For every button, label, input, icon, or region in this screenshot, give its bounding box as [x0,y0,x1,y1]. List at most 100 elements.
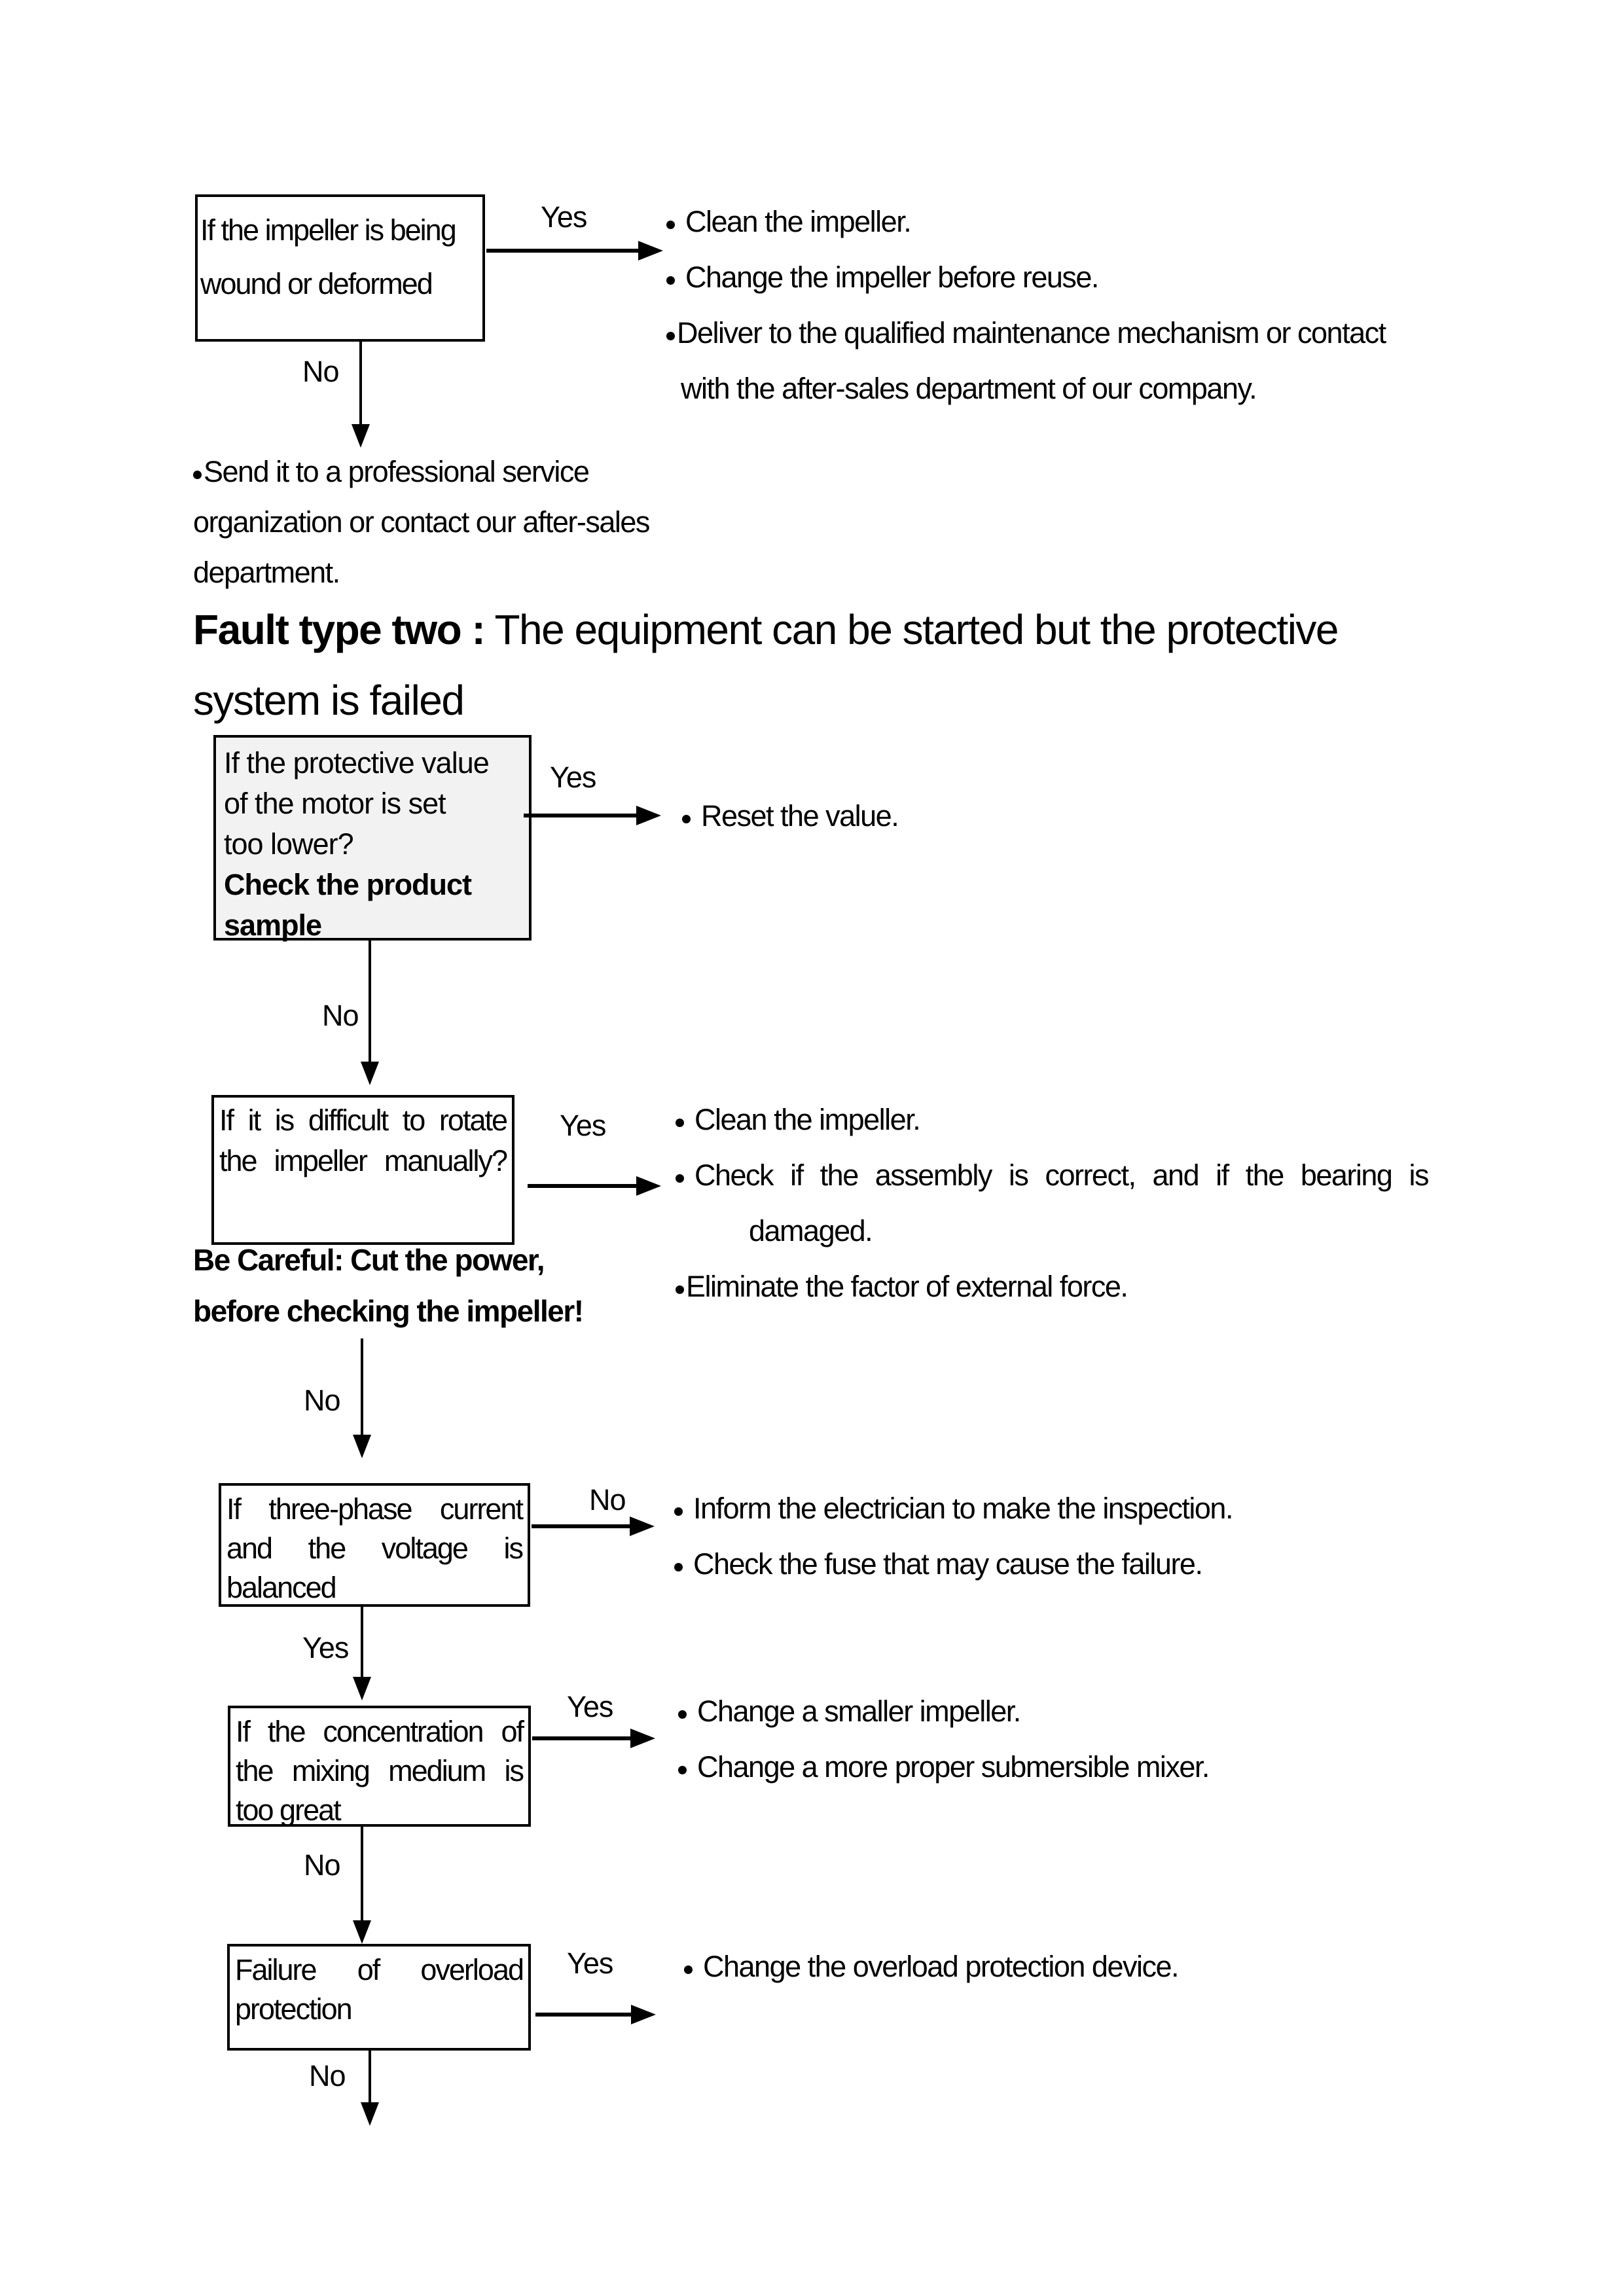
warning-line: before checking the impeller! [193,1294,584,1328]
arrow-line [361,1338,363,1435]
arrow-down-icon [352,424,370,448]
box-text-line: wound or deformed [200,267,433,300]
bullet-icon [674,1563,683,1571]
result-item: Check if the assembly is correct, and if… [676,1147,1430,1203]
result-item: Change a more proper submersible mixer. [678,1739,1210,1795]
result-item-continuation: with the after-sales department of our c… [681,372,1257,405]
arrow-right-icon [630,1729,655,1748]
heading-rest: The equipment can be started but the pro… [494,606,1339,653]
bullet-icon [674,1507,683,1516]
box-text-line: protection [235,1992,353,2026]
box-text-line: If the protective value [224,746,490,780]
no-label: No [589,1483,626,1516]
result-list-three-phase: Inform the electrician to make the inspe… [674,1480,1233,1592]
flow-box-three-phase: If three-phase current and the voltage i… [219,1483,530,1607]
box-text-line-bold: Check the product [224,868,472,901]
yes-label: Yes [567,1946,613,1980]
bullet-icon [676,1174,684,1183]
box-text-line: If it is difficult to rotate [219,1103,508,1137]
no-label: No [309,2059,346,2092]
bullet-icon [666,276,675,285]
result-item: Clean the impeller. [676,1092,1428,1147]
section-heading: Fault type two : The equipment can be st… [193,594,1339,736]
flow-box-impeller-wound: If the impeller is being wound or deform… [195,194,485,342]
arrow-down-icon [361,2102,379,2126]
result-list-impeller-wound: Clean the impeller. Change the impeller … [666,194,1386,416]
arrow-right-icon [636,806,661,825]
heading-line2: system is failed [193,677,465,724]
bullet-icon [676,1119,684,1127]
yes-label: Yes [550,761,596,794]
advice-line: department. [193,556,340,589]
warning-line: Be Careful: Cut the power, [193,1243,545,1277]
arrow-down-icon [353,1920,371,1944]
arrow-down-icon [353,1435,371,1458]
result-item: Clean the impeller. [666,194,1386,249]
result-item: Check the fuse that may cause the failur… [674,1536,1233,1592]
result-item: Change the overload protection device. [684,1939,1180,1994]
result-item: Change a smaller impeller. [678,1683,1209,1739]
result-item: Reset the value. [682,788,899,844]
result-item-continuation: damaged. [749,1214,873,1247]
arrow-line [359,342,362,425]
result-list-concentration: Change a smaller impeller. Change a more… [678,1683,1210,1795]
box-text-line: Failure of overload [235,1953,524,1986]
arrow-right-icon [630,1516,655,1536]
yes-label: Yes [541,200,587,234]
arrow-line [532,1524,630,1528]
box-text-line: If the concentration of [236,1715,524,1748]
arrow-line [528,1184,636,1188]
box-text-line: If three-phase current [226,1492,524,1526]
arrow-right-icon [631,2005,656,2024]
no-label: No [322,999,359,1032]
box-text-line: too lower? [224,827,354,861]
box-text-line-bold: sample [224,908,322,942]
arrow-down-icon [353,1677,371,1700]
bullet-icon [684,1965,693,1974]
box-text-line: balanced [226,1571,337,1604]
arrow-right-icon [636,1176,661,1196]
yes-label: Yes [560,1109,606,1142]
arrow-line [369,2051,371,2103]
arrow-line [532,1736,630,1740]
no-label: No [302,355,340,388]
no-branch-advice: Send it to a professional service organi… [193,446,650,598]
arrow-line [361,1827,363,1921]
bullet-icon [676,1285,684,1294]
heading-line1: Fault type two : The equipment can be st… [193,594,1339,665]
result-item: Eliminate the factor of external force. [676,1259,1428,1314]
box-text-line: too great [236,1793,342,1827]
advice-line: Send it to a professional service [193,446,649,497]
box-text-line: and the voltage is [226,1532,524,1565]
arrow-line [361,1607,363,1677]
arrow-down-icon [361,1062,379,1085]
result-item: Deliver to the qualified maintenance mec… [666,305,1386,361]
no-label: No [304,1848,341,1882]
flow-box-concentration: If the concentration of the mixing mediu… [228,1706,531,1827]
advice-line: organization or contact our after-sales [193,505,650,539]
bullet-icon [193,471,202,479]
yes-label: Yes [567,1690,613,1723]
box-text-line: the mixing medium is [236,1754,524,1787]
no-label: No [304,1384,341,1417]
box-text-line: If the impeller is being [200,213,457,247]
result-list-overload: Change the overload protection device. [684,1939,1180,1994]
warning-note: Be Careful: Cut the power, before checki… [193,1234,584,1336]
flow-box-protective-value: If the protective value of the motor is … [213,735,532,942]
bullet-icon [666,221,675,229]
bullet-icon [678,1766,687,1774]
arrow-line [486,249,638,253]
flow-box-difficult-rotate: If it is difficult to rotate the impelle… [211,1095,514,1245]
result-list-difficult-rotate: Clean the impeller. Check if the assembl… [676,1092,1430,1314]
bullet-icon [682,815,691,823]
result-item: Inform the electrician to make the inspe… [674,1480,1233,1536]
arrow-line [369,941,371,1062]
flow-box-overload-protection: Failure of overload protection [227,1944,531,2051]
arrow-line [535,2013,631,2017]
result-list-reset-value: Reset the value. [682,788,899,844]
heading-bold: Fault type two : [193,606,486,653]
bullet-icon [678,1710,687,1719]
arrow-right-icon [638,241,663,260]
yes-label: Yes [302,1631,349,1664]
